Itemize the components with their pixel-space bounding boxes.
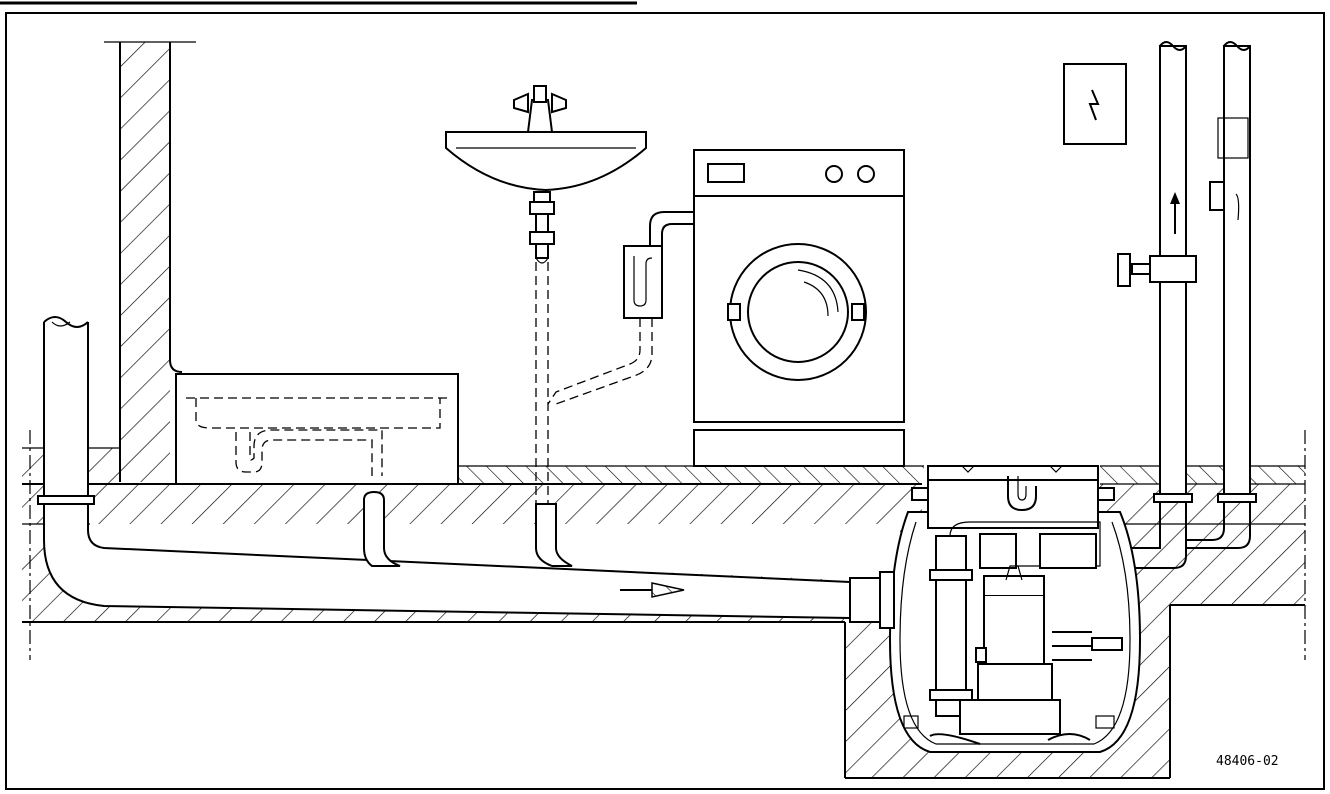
- discharge-pipes: [1100, 41, 1257, 569]
- bathtub: [175, 373, 459, 567]
- wall: [104, 41, 196, 482]
- electric-hazard-icon: [1088, 89, 1100, 121]
- lifting-station: [849, 465, 1142, 753]
- flow-arrow-icon: [620, 582, 685, 598]
- drain-pipe: [37, 316, 851, 619]
- electrical-box: [1063, 63, 1127, 145]
- drawing-code: 48406-02: [1216, 754, 1279, 769]
- sink: [445, 85, 647, 567]
- washing-machine: [547, 149, 905, 467]
